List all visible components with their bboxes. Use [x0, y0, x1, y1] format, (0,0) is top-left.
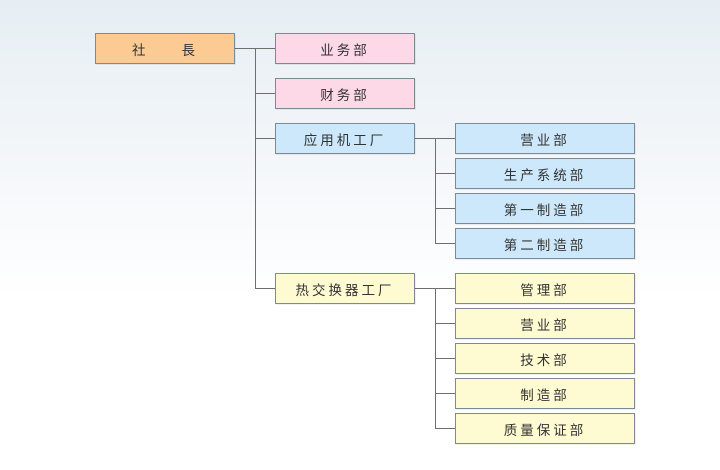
factory-application-box: 应用机工厂: [275, 123, 415, 154]
factory-application-unit-box: 第一制造部: [455, 193, 635, 224]
connector-line: [435, 208, 455, 209]
factory-heat-exchanger-box: 热交换器工厂: [275, 273, 415, 304]
factory-application-unit-box: 第二制造部: [455, 228, 635, 259]
department-finance-box: 财务部: [275, 78, 415, 109]
connector-line: [435, 428, 455, 429]
factory-heat-exchanger-unit-box: 营业部: [455, 308, 635, 339]
connector-line: [435, 173, 455, 174]
factory-application-unit-box: 营业部: [455, 123, 635, 154]
connector-line: [255, 138, 275, 139]
factory-application-unit-box: 生产系统部: [455, 158, 635, 189]
connector-line: [435, 393, 455, 394]
connector-line: [435, 243, 455, 244]
connector-line: [255, 93, 275, 94]
factory-heat-exchanger-unit-box: 质量保证部: [455, 413, 635, 444]
factory-heat-exchanger-unit-box: 管理部: [455, 273, 635, 304]
connector-line: [435, 138, 436, 243]
connector-line: [435, 323, 455, 324]
factory-heat-exchanger-unit-box: 技术部: [455, 343, 635, 374]
connector-line: [435, 358, 455, 359]
factory-heat-exchanger-unit-box: 制造部: [455, 378, 635, 409]
connector-line: [255, 288, 275, 289]
department-sales-box: 业务部: [275, 33, 415, 64]
connector-line: [255, 48, 256, 288]
president-box: 社 長: [95, 33, 235, 64]
